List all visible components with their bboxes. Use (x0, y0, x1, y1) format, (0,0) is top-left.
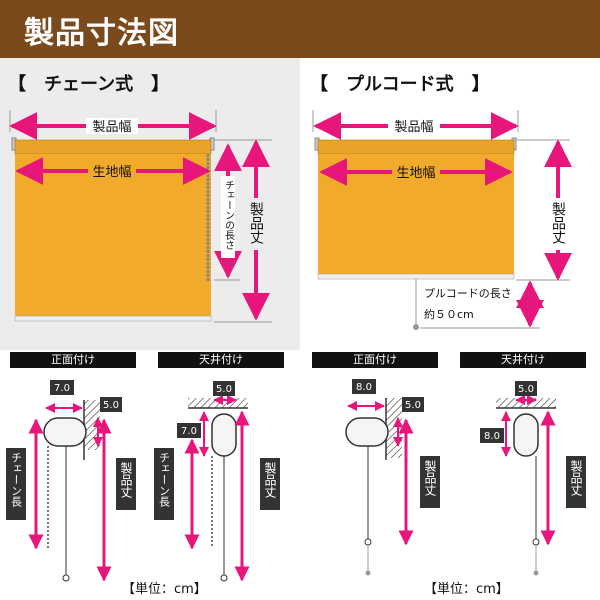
page-title: 製品寸法図 (24, 16, 179, 51)
bottom-bar (317, 273, 515, 280)
roller-side (43, 417, 87, 447)
product-width-label: 製品幅 (92, 120, 131, 135)
dim2-label: 5.0 (405, 400, 421, 411)
product-width-label-bg (388, 118, 440, 134)
bottom-weight (62, 574, 70, 582)
chain-length-label: チェーンの長さ (223, 180, 235, 250)
chain-length-label: チェーン長 (158, 452, 171, 508)
dim2-label: 7.0 (181, 426, 197, 437)
height-box (420, 456, 440, 508)
roller-head (317, 139, 515, 155)
height-label: 製品丈 (263, 462, 277, 499)
product-width-label-bg (86, 118, 138, 134)
dim1-box (515, 381, 537, 396)
height-box (260, 458, 280, 510)
dim1-box (352, 379, 376, 394)
dim1-box (50, 380, 74, 395)
dim2-box (177, 423, 201, 438)
height-box (116, 458, 136, 510)
roller-head (14, 139, 212, 155)
dim1-label: 5.0 (518, 384, 534, 395)
product-height-label-bg (549, 198, 567, 250)
product-height-label: 製品丈 (248, 202, 264, 244)
cord-tassel (413, 324, 419, 330)
detail-heading-pull-front: 正面付け (312, 352, 438, 368)
dim1-label: 5.0 (216, 384, 232, 395)
dim2-label: 8.0 (484, 431, 500, 442)
cord-length-value: 約５０cm (424, 307, 474, 321)
unit-label-right: 【単位：cm】 (424, 582, 509, 597)
unit-label-left: 【単位：cm】 (122, 582, 207, 597)
dim1-label: 7.0 (54, 383, 70, 394)
product-width-label: 製品幅 (394, 120, 433, 135)
dim1-box (213, 381, 235, 396)
fabric-width-label-bg (392, 164, 440, 180)
roller-side (345, 417, 389, 447)
dim1-label: 8.0 (356, 382, 372, 393)
detail-heading-pull-ceiling: 天井付け (460, 352, 586, 368)
height-label: 製品丈 (423, 460, 437, 497)
chain-length-box (6, 448, 26, 520)
fabric-width-label: 生地幅 (396, 166, 435, 181)
chain-blind-illustration: 製品幅 生地幅 チェーンの長さ 製品丈 (9, 110, 272, 323)
dim2-label: 5.0 (103, 400, 119, 411)
bottom-weight (220, 574, 228, 582)
bottom-weight (364, 538, 372, 546)
wall-hatch (386, 398, 402, 458)
bottom-bar (14, 315, 212, 322)
product-height-label: 製品丈 (550, 202, 566, 244)
pull-blind-illustration: 製品幅 生地幅 製品丈 プルコードの長さ 約５０cm (312, 110, 572, 330)
detail-pull-ceiling: 5.0 8.0 製品丈 (480, 381, 586, 576)
chain-length-label: チェーン長 (10, 452, 23, 508)
detail-heading-chain-front: 正面付け (10, 352, 136, 368)
dim2-box (480, 428, 504, 443)
chain-section-title: 【 チェーン式 】 (8, 74, 170, 95)
height-box (566, 456, 586, 508)
detail-pull-front: 8.0 5.0 製品丈 (345, 379, 440, 576)
roller-side (513, 413, 539, 457)
height-label: 製品丈 (119, 462, 133, 499)
fabric-width-label: 生地幅 (92, 165, 131, 180)
dim2-box (100, 397, 122, 412)
detail-heading-chain-ceiling: 天井付け (158, 352, 284, 368)
height-label: 製品丈 (569, 460, 583, 497)
cord-tassel (365, 570, 371, 576)
detail-chain-ceiling: 5.0 7.0 チェーン長 製品丈 (154, 381, 280, 582)
roller-side (211, 413, 237, 457)
bottom-weight (532, 538, 540, 546)
fabric-width-label-bg (88, 163, 136, 179)
detail-chain-front: 7.0 5.0 チェーン長 製品丈 (6, 380, 136, 582)
header-bar: 製品寸法図 (0, 0, 600, 58)
dim2-box (402, 397, 424, 412)
product-height-label-bg (247, 198, 265, 250)
cord-tassel (533, 570, 539, 576)
chain-length-box (154, 448, 174, 520)
cord-length-label: プルコードの長さ (424, 287, 512, 300)
chain-length-label-bg (221, 176, 235, 258)
pull-section-title: 【 プルコード式 】 (310, 74, 490, 95)
